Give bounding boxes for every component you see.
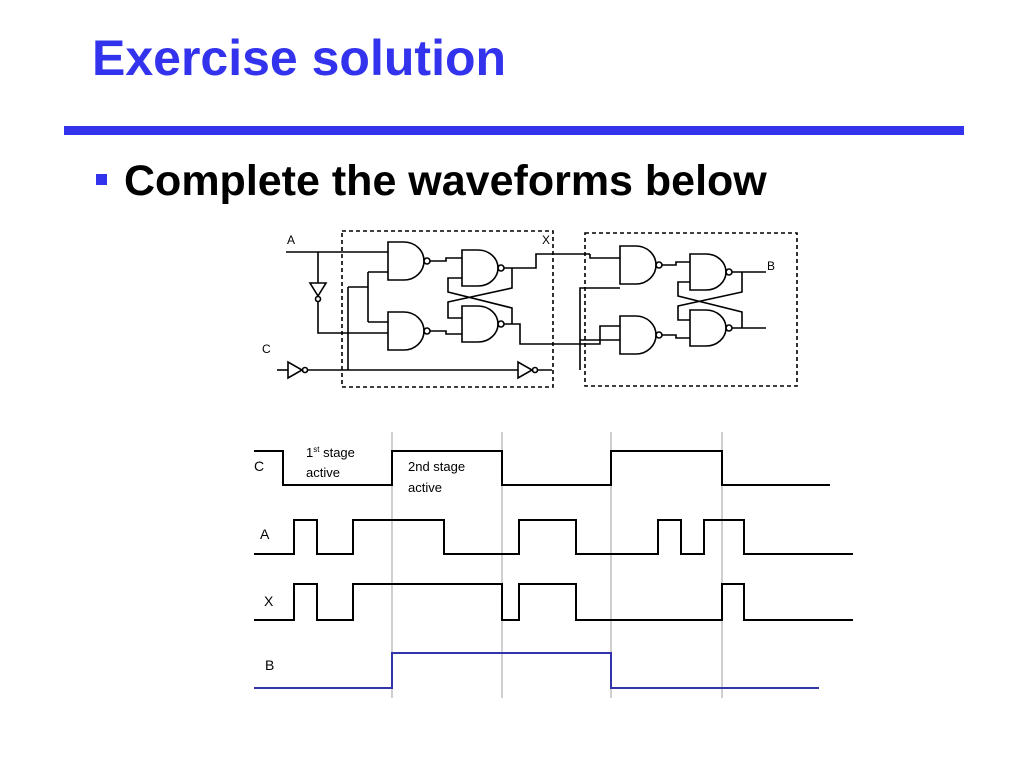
- annotation-stage2-line1: 2nd stage: [408, 459, 465, 474]
- inverter-c2-bubble: [531, 366, 539, 374]
- annotation-stage1-line2: active: [306, 465, 340, 480]
- slide-title: Exercise solution: [92, 30, 507, 86]
- inverter-c-bubble: [301, 366, 309, 374]
- inverter-a: [308, 282, 328, 298]
- annotation-stage1: 1st stage: [306, 445, 355, 460]
- circuit-label-b: B: [767, 259, 775, 273]
- wire-c-stage2: [538, 287, 620, 371]
- annotation-stage2-line2: active: [408, 480, 442, 495]
- circuit-label-x: X: [542, 233, 550, 247]
- bullet-square: [96, 174, 107, 185]
- inverter-c2: [517, 360, 534, 380]
- signal-label-x: X: [264, 593, 274, 609]
- wire-a-inverted: [317, 302, 388, 334]
- circuit-label-a: A: [287, 233, 295, 247]
- annotation-stage1-rest: stage: [319, 445, 354, 460]
- annotation-stage1-sup: st: [313, 445, 320, 454]
- signal-label-c: C: [254, 458, 264, 474]
- inverter-c: [287, 360, 304, 380]
- wire-a: [286, 251, 388, 283]
- latch-circuit-diagram: A C X B: [262, 230, 798, 388]
- annotation-stage1-num: 1: [306, 445, 313, 460]
- title-rule: [64, 126, 964, 135]
- waveform-b: [254, 652, 819, 689]
- inverter-a-bubble: [314, 295, 322, 303]
- waveform-c: [254, 450, 830, 486]
- wire-cbar-to-gates: [348, 271, 388, 323]
- signal-label-a: A: [260, 526, 270, 542]
- circuit-label-c: C: [262, 342, 271, 356]
- stage2-box: [584, 232, 798, 387]
- stage1-box: [341, 230, 554, 388]
- stage2-wiring: [560, 254, 766, 345]
- wire-cbar: [308, 287, 518, 371]
- bullet-text: Complete the waveforms below: [124, 157, 767, 205]
- waveform-a: [254, 519, 853, 555]
- waveform-x: [254, 583, 853, 621]
- signal-label-b: B: [265, 657, 274, 673]
- stage1-wiring: [430, 253, 590, 345]
